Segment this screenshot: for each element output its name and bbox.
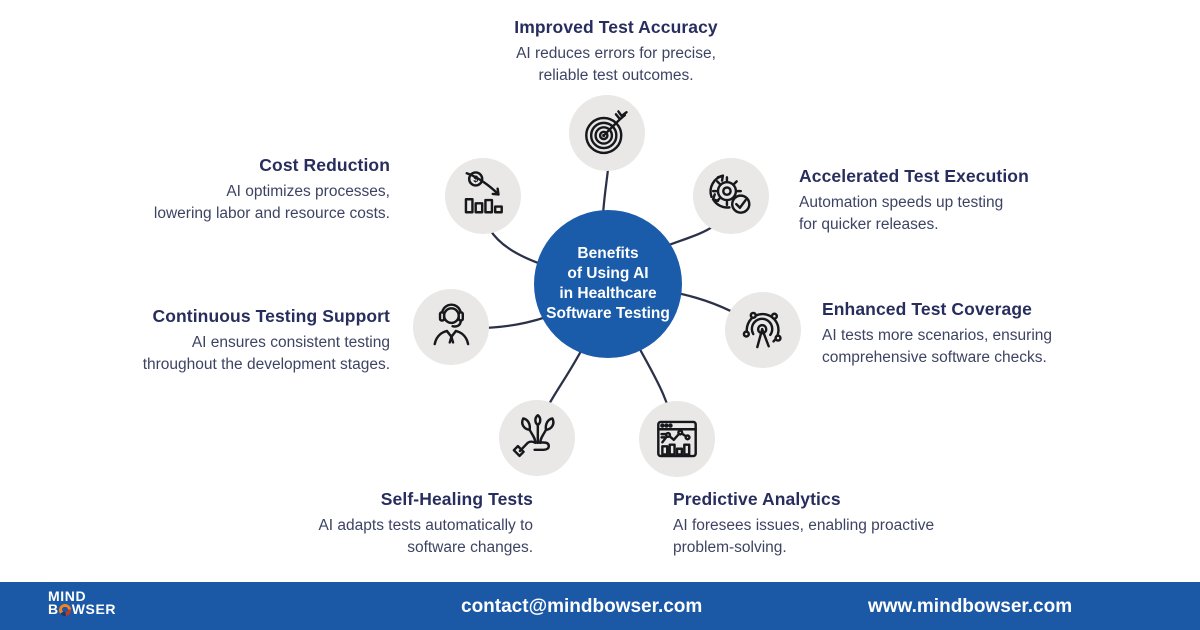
hub-line: in Healthcare — [559, 285, 657, 302]
benefit-icon-self-healing-tests — [499, 400, 575, 476]
hand-leaves-icon — [512, 414, 555, 458]
central-hub-circle: Benefits of Using AI in Healthcare Softw… — [534, 210, 682, 358]
benefit-title: Predictive Analytics — [673, 489, 841, 509]
logo-o-swirl-icon — [59, 603, 72, 616]
benefit-icon-cost-reduction: $ — [445, 158, 521, 234]
target-dart-icon — [585, 110, 628, 155]
svg-text:$: $ — [473, 174, 478, 184]
benefit-icon-accelerated-test-execution — [693, 158, 769, 234]
benefit-desc-line: AI tests more scenarios, ensuring — [822, 327, 1053, 344]
benefit-title: Continuous Testing Support — [152, 306, 390, 326]
hub-line: of Using AI — [567, 265, 649, 282]
contact-email: contact@mindbowser.com — [461, 596, 703, 617]
gear-sync-check-icon — [709, 174, 751, 214]
benefit-icon-continuous-testing-support — [413, 289, 489, 365]
benefit-improved-test-accuracy: Improved Test Accuracy AI reduces errors… — [416, 17, 816, 86]
benefit-cost-reduction: Cost Reduction AI optimizes processes, l… — [40, 155, 390, 224]
benefit-title: Self-Healing Tests — [380, 489, 533, 509]
logo-text-mind: MIND — [48, 588, 87, 604]
benefit-desc-line: reliable test outcomes. — [538, 66, 694, 84]
benefit-icon-predictive-analytics — [639, 401, 715, 477]
benefit-desc-line: software changes. — [407, 538, 533, 556]
benefit-desc-line: throughout the development stages. — [142, 355, 390, 373]
website-url: www.mindbowser.com — [868, 596, 1073, 617]
browser-analytics-icon — [657, 420, 697, 458]
benefit-desc-line: AI reduces errors for precise, — [516, 45, 716, 62]
benefit-desc-line: AI ensures consistent testing — [191, 334, 390, 351]
bar-chart-dollar-icon: $ — [464, 171, 503, 214]
benefit-desc-line: Automation speeds up testing — [799, 194, 1004, 211]
hub-line: Benefits — [577, 245, 639, 262]
benefit-title: Improved Test Accuracy — [514, 17, 718, 37]
benefit-continuous-testing-support: Continuous Testing Support AI ensures co… — [40, 306, 390, 375]
radar-coverage-icon — [742, 311, 782, 349]
benefit-title: Accelerated Test Execution — [799, 166, 1029, 186]
benefit-desc-line: lowering labor and resource costs. — [153, 204, 390, 222]
benefit-enhanced-test-coverage: Enhanced Test Coverage AI tests more sce… — [822, 299, 1172, 368]
benefit-title: Cost Reduction — [259, 155, 390, 175]
benefit-title: Enhanced Test Coverage — [822, 299, 1032, 319]
benefit-predictive-analytics: Predictive Analytics AI foresees issues,… — [673, 489, 1053, 558]
benefit-icon-enhanced-test-coverage — [725, 292, 801, 368]
benefit-icon-improved-test-accuracy — [569, 95, 645, 171]
benefit-desc-line: problem-solving. — [673, 538, 787, 556]
benefit-desc-line: for quicker releases. — [799, 215, 939, 233]
benefit-desc-line: AI foresees issues, enabling proactive — [673, 517, 935, 534]
headset-person-icon — [433, 303, 470, 346]
benefit-self-healing-tests: Self-Healing Tests AI adapts tests autom… — [183, 489, 533, 558]
benefit-desc-line: AI optimizes processes, — [226, 183, 390, 200]
benefit-desc-line: comprehensive software checks. — [822, 348, 1047, 366]
hub-line: Software Testing — [546, 305, 670, 322]
benefit-accelerated-test-execution: Accelerated Test Execution Automation sp… — [799, 166, 1139, 235]
benefit-desc-line: AI adapts tests automatically to — [318, 517, 533, 534]
